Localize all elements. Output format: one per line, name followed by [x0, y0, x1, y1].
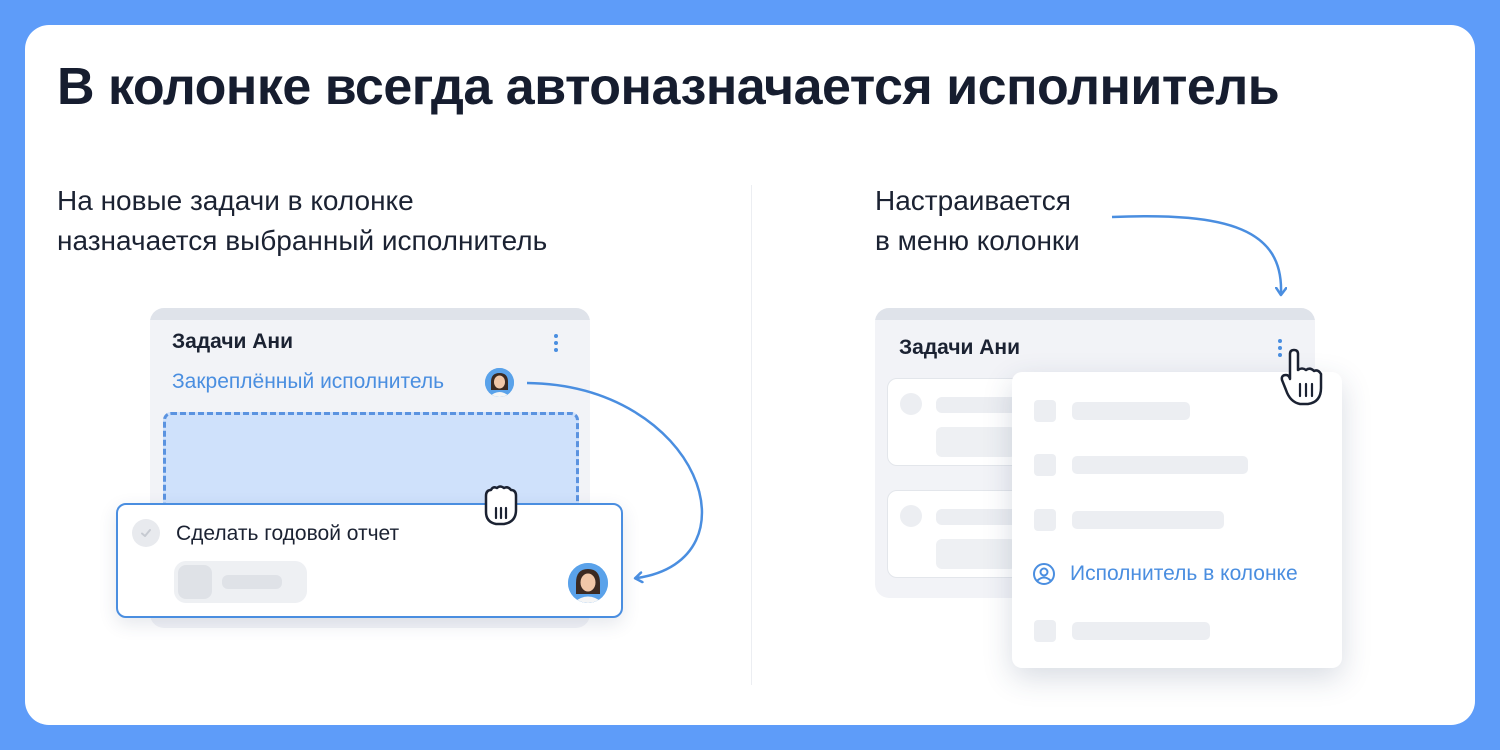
menu-item-placeholder[interactable] [1072, 622, 1210, 640]
left-caption-line-2: назначается выбранный исполнитель [57, 225, 548, 256]
check-circle-icon[interactable] [132, 519, 160, 547]
menu-item-icon-placeholder [1034, 454, 1056, 476]
check-circle-icon [900, 393, 922, 415]
menu-item-icon-placeholder [1034, 400, 1056, 422]
menu-item-placeholder[interactable] [1072, 456, 1248, 474]
column-title: Задачи Ани [899, 336, 1021, 359]
panel-divider [751, 185, 752, 685]
left-caption-line-1: На новые задачи в колонке [57, 185, 414, 216]
right-caption: Настраивается в меню колонки [875, 181, 1080, 261]
task-card[interactable]: Сделать годовой отчет [116, 503, 623, 618]
task-assignee-avatar [568, 563, 608, 603]
task-tag-placeholder [174, 561, 307, 603]
column-title: Задачи Ани [172, 330, 294, 353]
menu-item-icon-placeholder [1034, 509, 1056, 531]
pinned-assignee-label[interactable]: Закреплённый исполнитель [172, 370, 445, 393]
user-circle-icon [1033, 563, 1055, 585]
menu-item-label: Исполнитель в колонке [1070, 562, 1298, 585]
menu-item-column-assignee[interactable]: Исполнитель в колонке [1032, 562, 1298, 586]
menu-item-placeholder[interactable] [1072, 511, 1224, 529]
menu-item-icon-placeholder [1034, 620, 1056, 642]
headline: В колонке всегда автоназначается исполни… [57, 58, 1280, 116]
check-circle-icon [900, 505, 922, 527]
column-header-strip [150, 308, 590, 320]
pinned-assignee-avatar [485, 368, 514, 397]
column-header-strip [875, 308, 1315, 320]
right-caption-line-1: Настраивается [875, 185, 1071, 216]
right-caption-line-2: в меню колонки [875, 225, 1080, 256]
column-menu[interactable]: Исполнитель в колонке [1012, 372, 1342, 668]
more-vertical-icon[interactable] [1277, 339, 1283, 357]
more-vertical-icon[interactable] [553, 334, 559, 352]
menu-item-placeholder[interactable] [1072, 402, 1190, 420]
task-title: Сделать годовой отчет [176, 522, 400, 545]
left-caption: На новые задачи в колонке назначается вы… [57, 181, 547, 261]
